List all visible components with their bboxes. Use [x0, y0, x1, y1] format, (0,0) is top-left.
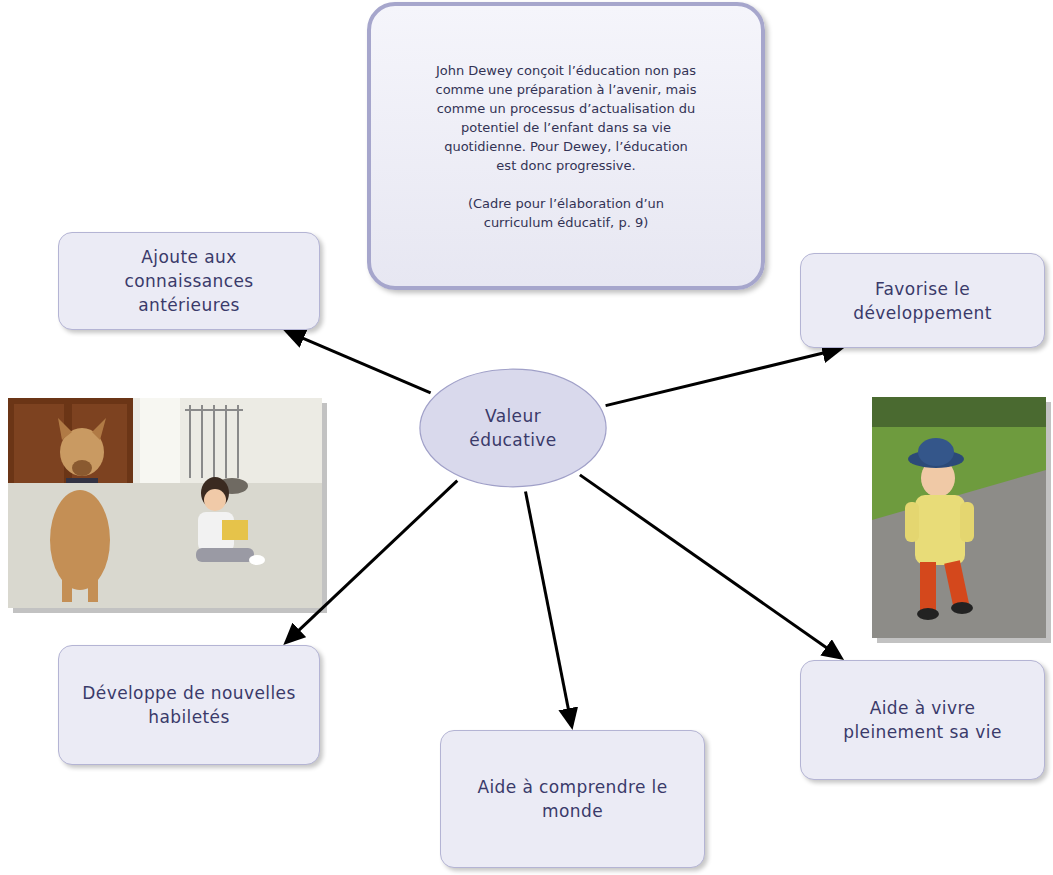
outcome-box: Favorise le développement [800, 253, 1045, 348]
outcome-box: Aide à comprendre le monde [440, 730, 705, 868]
citation-text: (Cadre pour l’élaboration d’un curriculu… [435, 194, 697, 232]
quote-text: John Dewey conçoit l’éducation non pas c… [435, 61, 697, 175]
arrow-connector [296, 335, 430, 392]
box-text: Favorise le développement [817, 277, 1028, 325]
photo-toddler [872, 397, 1051, 643]
photo-dog-child [8, 398, 327, 613]
box-text: Aide à vivre pleinement sa vie [817, 696, 1028, 744]
outcome-box: Ajoute aux connaissances antérieures [58, 232, 320, 330]
arrow-connector [526, 491, 570, 716]
box-text: Développe de nouvelles habiletés [75, 681, 303, 729]
quote-box: John Dewey conçoit l’éducation non pas c… [367, 2, 765, 290]
outcome-box: Développe de nouvelles habiletés [58, 645, 320, 765]
outcome-box: Aide à vivre pleinement sa vie [800, 660, 1045, 780]
box-text: Ajoute aux connaissances antérieures [75, 245, 303, 317]
ellipse-outline [418, 368, 608, 488]
center-ellipse: Valeur éducative [418, 368, 608, 488]
box-text: Valeur éducative [456, 404, 570, 452]
arrow-connector [293, 481, 457, 636]
arrow-connector [580, 475, 833, 652]
arrow-connector [606, 351, 831, 405]
box-text: Aide à comprendre le monde [457, 775, 688, 823]
